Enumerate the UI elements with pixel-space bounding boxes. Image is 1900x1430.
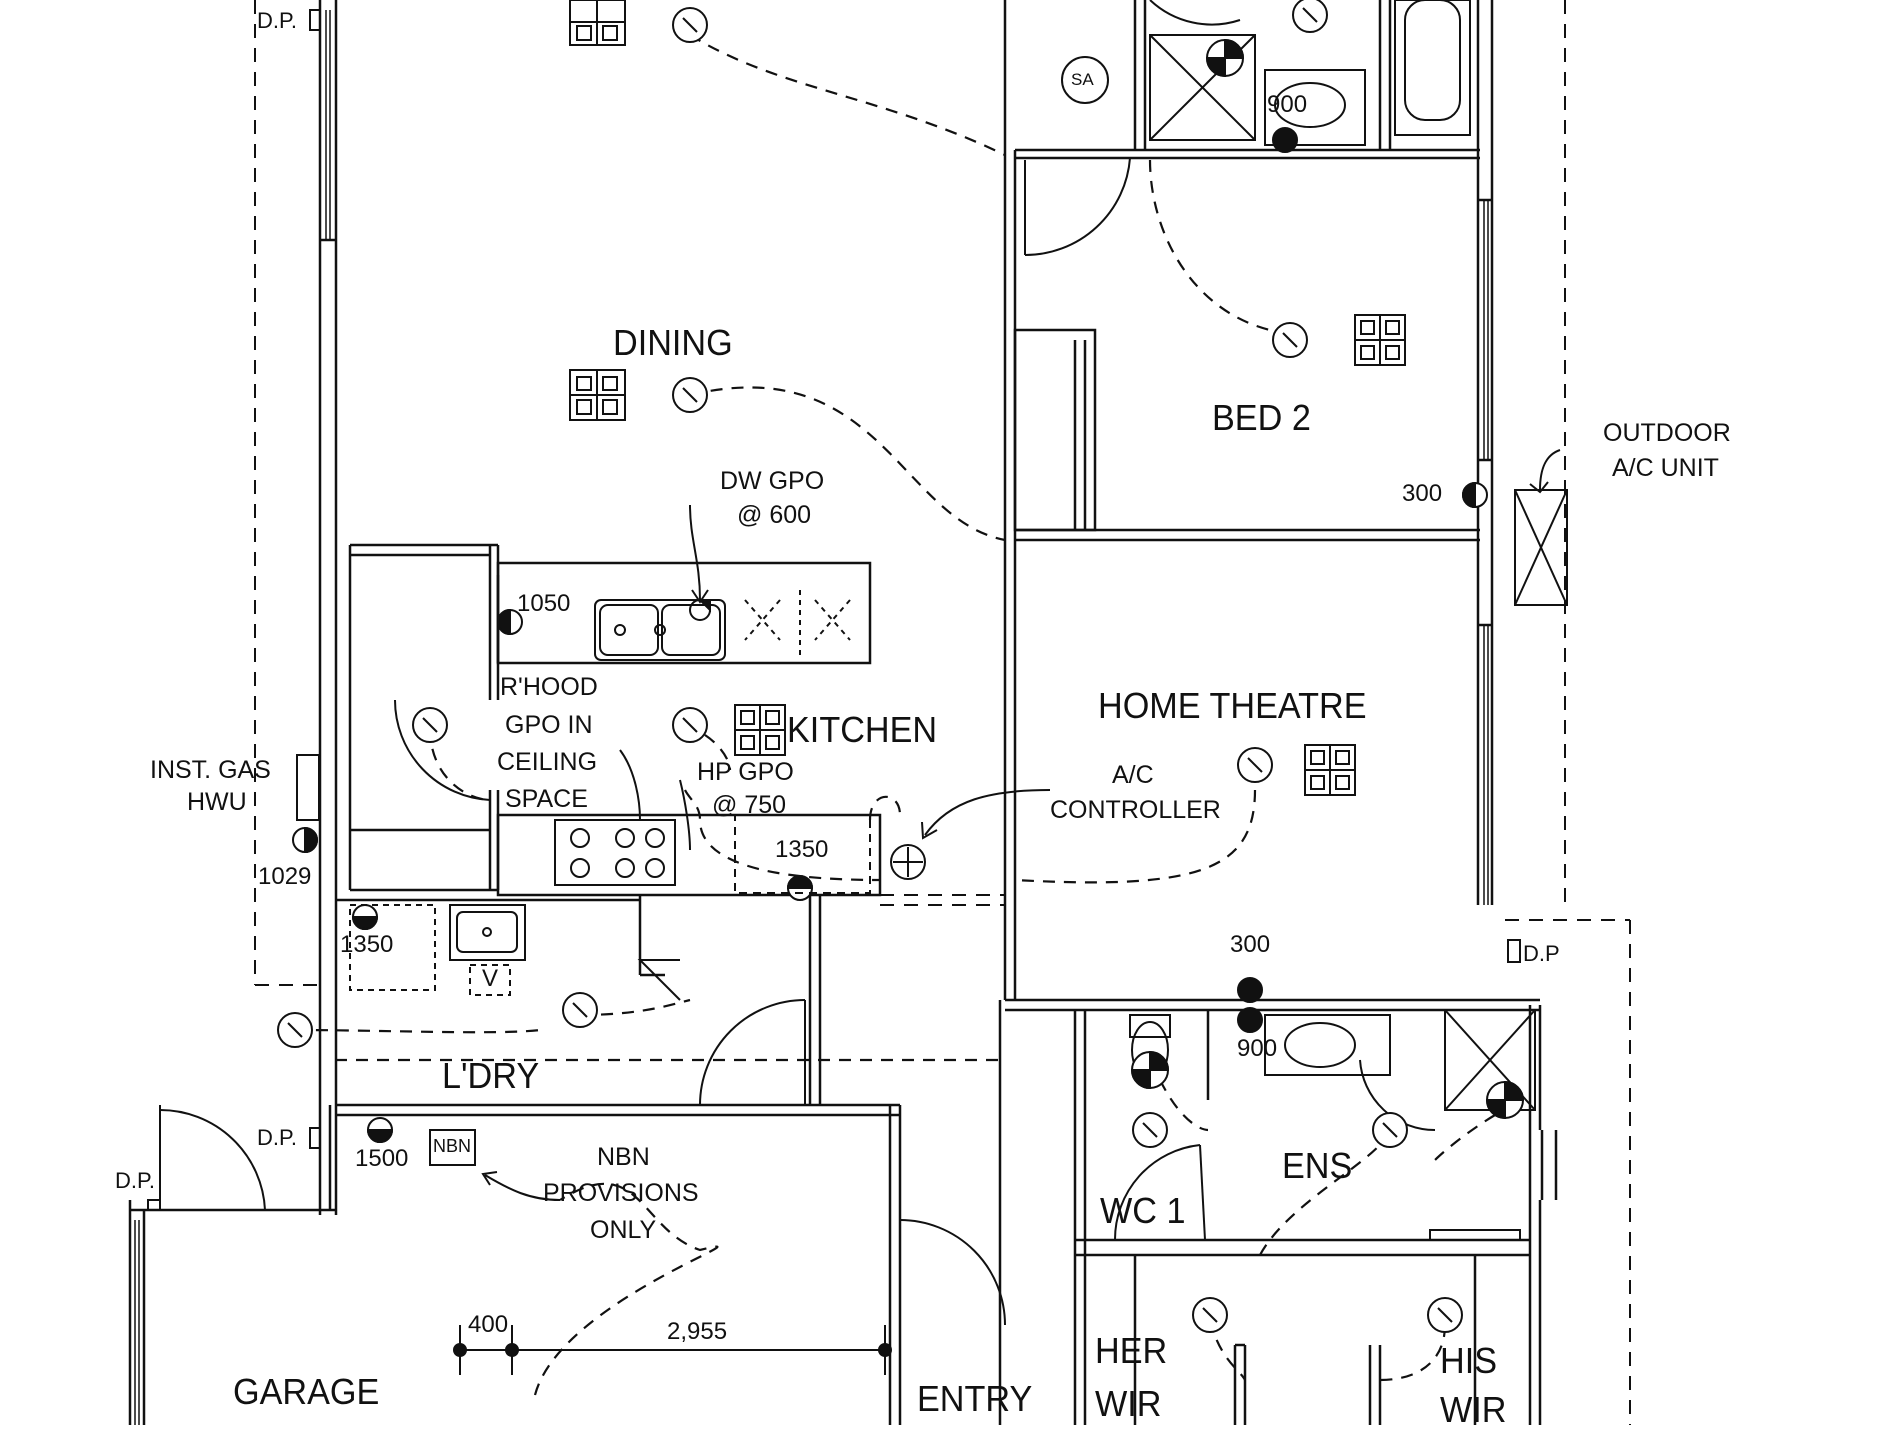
room-label-his-wir-2: WIR — [1440, 1389, 1507, 1430]
downpipe-label-garage: D.P. — [115, 1168, 155, 1193]
gpo-icon — [292, 826, 318, 854]
note-dw-gpo: DW GPO — [720, 467, 825, 495]
dim-900-ens: 900 — [1237, 1035, 1278, 1062]
leader-arrows — [481, 449, 1561, 1201]
windows — [134, 10, 1489, 1425]
note-hp-gpo: HP GPO — [697, 758, 794, 786]
light-point — [1192, 1297, 1228, 1333]
power-points — [292, 127, 1488, 1143]
dim-900-top: 900 — [1267, 91, 1308, 118]
walls — [128, 0, 1558, 1425]
dim-1029: 1029 — [258, 863, 312, 890]
gpo-icon — [786, 875, 814, 901]
downpipe-label-top: D.P. — [257, 8, 297, 33]
light-point — [1237, 747, 1273, 783]
exhaust-fan-icon — [1304, 744, 1356, 796]
note-inst-gas: INST. GAS — [150, 756, 271, 784]
light-point — [412, 707, 448, 743]
note-rhood: R'HOOD — [500, 673, 598, 701]
eaves-outline — [254, 0, 1631, 1425]
room-label-his-wir: HIS — [1440, 1340, 1498, 1381]
room-label-bed2: BED 2 — [1212, 397, 1311, 438]
note-inst-gas-2: HWU — [187, 788, 247, 816]
exhaust-fan-icon — [569, 369, 626, 421]
light-point — [1427, 1297, 1463, 1333]
bathroom-exhaust — [1130, 38, 1525, 1120]
note-rhood-2: GPO IN — [505, 711, 593, 739]
dim-2955: 2,955 — [667, 1318, 728, 1345]
gpo-icon — [351, 904, 379, 930]
gpo-icon — [1237, 1007, 1263, 1033]
room-label-her-wir-2: WIR — [1095, 1383, 1162, 1424]
room-label-dining: DINING — [613, 322, 733, 363]
dim-300-theatre: 300 — [1230, 931, 1271, 958]
note-nbn: NBN — [597, 1143, 650, 1171]
downpipe-label-laundry: D.P. — [257, 1125, 297, 1150]
note-outdoor-ac: OUTDOOR — [1603, 419, 1731, 447]
smoke-alarm-label: SA — [1071, 70, 1094, 89]
light-point — [277, 1012, 313, 1048]
doors — [159, 0, 1436, 1326]
note-dw-gpo-2: @ 600 — [737, 501, 812, 529]
downpipe-label-right: D.P — [1523, 941, 1560, 966]
gpo-icon — [1237, 977, 1263, 1003]
note-ac-controller: A/C — [1112, 761, 1154, 789]
light-point — [1272, 322, 1308, 358]
note-nbn-3: ONLY — [590, 1216, 657, 1244]
light-point — [562, 992, 598, 1028]
exhaust-fan-icon — [569, 0, 626, 46]
smoke-alarm — [1061, 56, 1109, 104]
dim-300-bed2: 300 — [1402, 480, 1443, 507]
light-point — [1372, 1112, 1408, 1148]
dimension-line — [453, 1325, 892, 1375]
fixtures — [147, 0, 1568, 1241]
room-label-kitchen: KITCHEN — [787, 709, 938, 750]
nbn-box-label: NBN — [433, 1136, 472, 1156]
note-rhood-4: SPACE — [505, 785, 588, 813]
gpo-icon — [1462, 481, 1488, 509]
light-point — [1292, 0, 1328, 33]
dim-400: 400 — [468, 1311, 509, 1338]
dim-1050: 1050 — [517, 590, 571, 617]
exhaust-fan-icon — [1354, 314, 1406, 366]
light-point — [1132, 1112, 1168, 1148]
note-ac-controller-2: CONTROLLER — [1050, 796, 1221, 824]
note-hp-gpo-2: @ 750 — [712, 791, 787, 819]
room-label-entry: ENTRY — [917, 1378, 1033, 1419]
light-point — [672, 7, 708, 43]
gpo-icon — [366, 1117, 394, 1143]
v-mark: V — [482, 965, 499, 992]
exhaust-fans — [569, 0, 1406, 796]
light-fittings — [277, 0, 1463, 1333]
gpo-icon — [1272, 127, 1298, 153]
light-point — [672, 707, 708, 743]
exhaust-icon — [1205, 38, 1245, 78]
note-outdoor-ac-2: A/C UNIT — [1612, 454, 1719, 482]
room-label-garage: GARAGE — [233, 1371, 380, 1412]
dim-1350-laundry: 1350 — [340, 931, 394, 958]
room-label-home-theatre: HOME THEATRE — [1098, 685, 1367, 726]
dim-1350-kitchen: 1350 — [775, 836, 829, 863]
note-nbn-2: PROVISIONS — [543, 1179, 699, 1207]
gpo-icon — [497, 608, 523, 636]
room-label-wc1: WC 1 — [1100, 1190, 1186, 1231]
exhaust-icon — [1485, 1080, 1525, 1120]
exhaust-icon — [1130, 1050, 1170, 1090]
note-rhood-3: CEILING — [497, 748, 598, 776]
light-point — [672, 377, 708, 413]
exhaust-fan-icon — [734, 704, 786, 756]
wiring-runs — [294, 34, 1496, 1396]
dim-1500: 1500 — [355, 1145, 409, 1172]
room-label-her-wir: HER — [1095, 1330, 1168, 1371]
room-label-ens: ENS — [1282, 1145, 1353, 1186]
room-label-laundry: L'DRY — [442, 1055, 540, 1096]
